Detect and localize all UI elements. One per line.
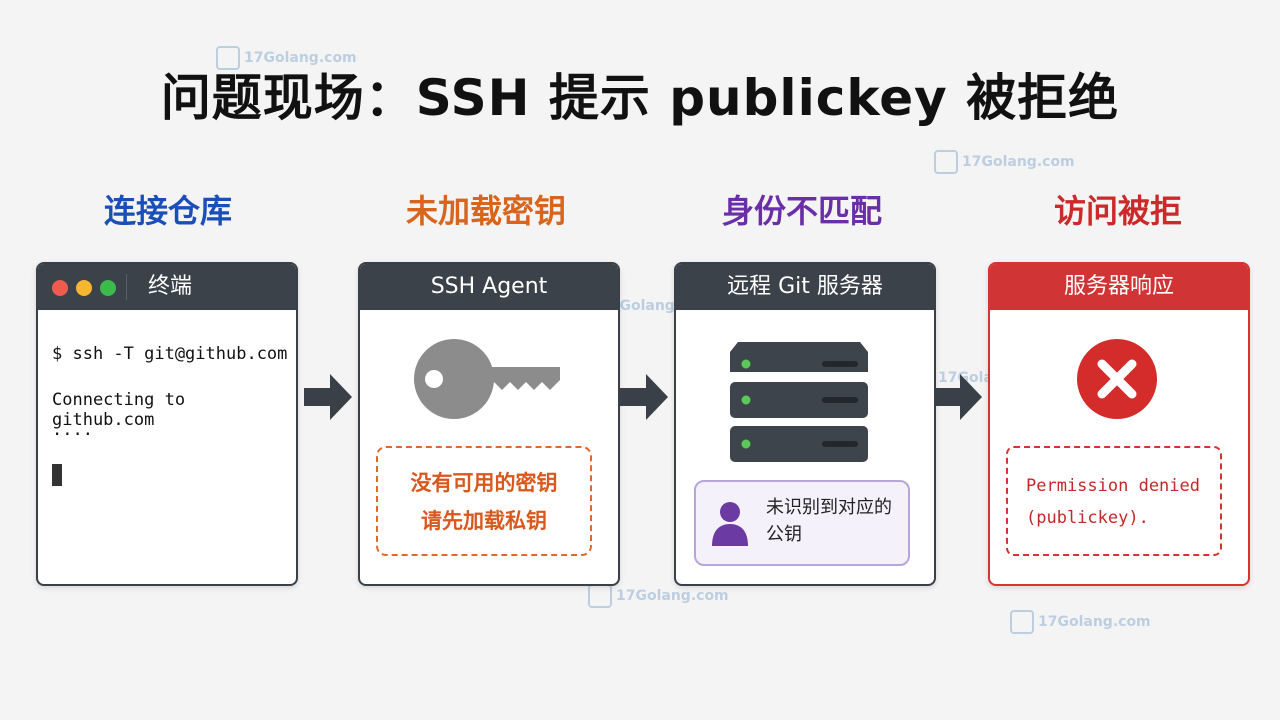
terminal-command: $ ssh -T git@github.com — [52, 344, 288, 364]
step-title-key-not-loaded: 未加载密钥 — [405, 192, 566, 230]
permission-denied-message: Permission denied (publickey). — [1006, 446, 1222, 556]
minimize-dot-icon — [76, 280, 92, 296]
warning-line1: 没有可用的密钥 — [410, 471, 558, 495]
ssh-agent-title: SSH Agent — [360, 264, 618, 310]
error-x-icon — [1077, 339, 1157, 419]
identity-mismatch-box: 未识别到对应的公钥 — [694, 480, 910, 566]
no-key-warning: 没有可用的密钥 请先加载私钥 — [376, 446, 592, 556]
watermark-text: 17Golang.com — [244, 50, 357, 66]
server-response-card: 服务器响应 Permission denied (publickey). — [988, 262, 1250, 586]
watermark-logo-icon — [1010, 610, 1034, 634]
step-title-access-denied: 访问被拒 — [1053, 192, 1182, 230]
page-title: 问题现场：SSH 提示 publickey 被拒绝 — [160, 69, 1120, 127]
server-icon — [730, 342, 868, 462]
arrow-right-icon — [304, 374, 352, 420]
header-divider — [126, 274, 127, 300]
warning-line2: 请先加载私钥 — [421, 509, 547, 533]
git-server-title: 远程 Git 服务器 — [676, 264, 934, 310]
watermark-text: 17Golang.com — [962, 154, 1075, 170]
terminal-card: 终端 $ ssh -T git@github.com Connecting to… — [36, 262, 298, 586]
close-dot-icon — [52, 280, 68, 296]
git-server-card: 远程 Git 服务器 未识别到对应的公钥 — [674, 262, 936, 586]
error-line2: (publickey). — [1026, 508, 1149, 528]
identity-text: 未识别到对应的公钥 — [766, 497, 892, 545]
watermark: 17Golang.com — [216, 46, 357, 70]
terminal-title: 终端 — [148, 274, 193, 299]
terminal-header: 终端 — [38, 264, 296, 310]
arrow-right-icon — [934, 374, 982, 420]
watermark: 17Golang.com — [934, 150, 1075, 174]
watermark-text: 17Golang.com — [616, 588, 729, 604]
watermark-logo-icon — [934, 150, 958, 174]
arrow-right-icon — [620, 374, 668, 420]
error-line1: Permission denied — [1026, 476, 1200, 496]
user-icon — [712, 502, 748, 546]
watermark-logo-icon — [588, 584, 612, 608]
maximize-dot-icon — [100, 280, 116, 296]
terminal-output-line1: Connecting to github.com — [52, 390, 186, 430]
watermark: 17Golang.com — [1010, 610, 1151, 634]
watermark-logo-icon — [216, 46, 240, 70]
key-icon — [414, 339, 560, 419]
step-title-identity-mismatch: 身份不匹配 — [721, 192, 882, 230]
terminal-cursor — [52, 464, 62, 486]
ssh-agent-card: SSH Agent 没有可用的密钥 请先加载私钥 — [358, 262, 620, 586]
terminal-output-line2: .... — [52, 420, 93, 440]
watermark: 17Golang.com — [588, 584, 729, 608]
server-response-title: 服务器响应 — [990, 264, 1248, 310]
step-title-connect: 连接仓库 — [103, 192, 232, 230]
watermark-text: 17Golang.com — [1038, 614, 1151, 630]
